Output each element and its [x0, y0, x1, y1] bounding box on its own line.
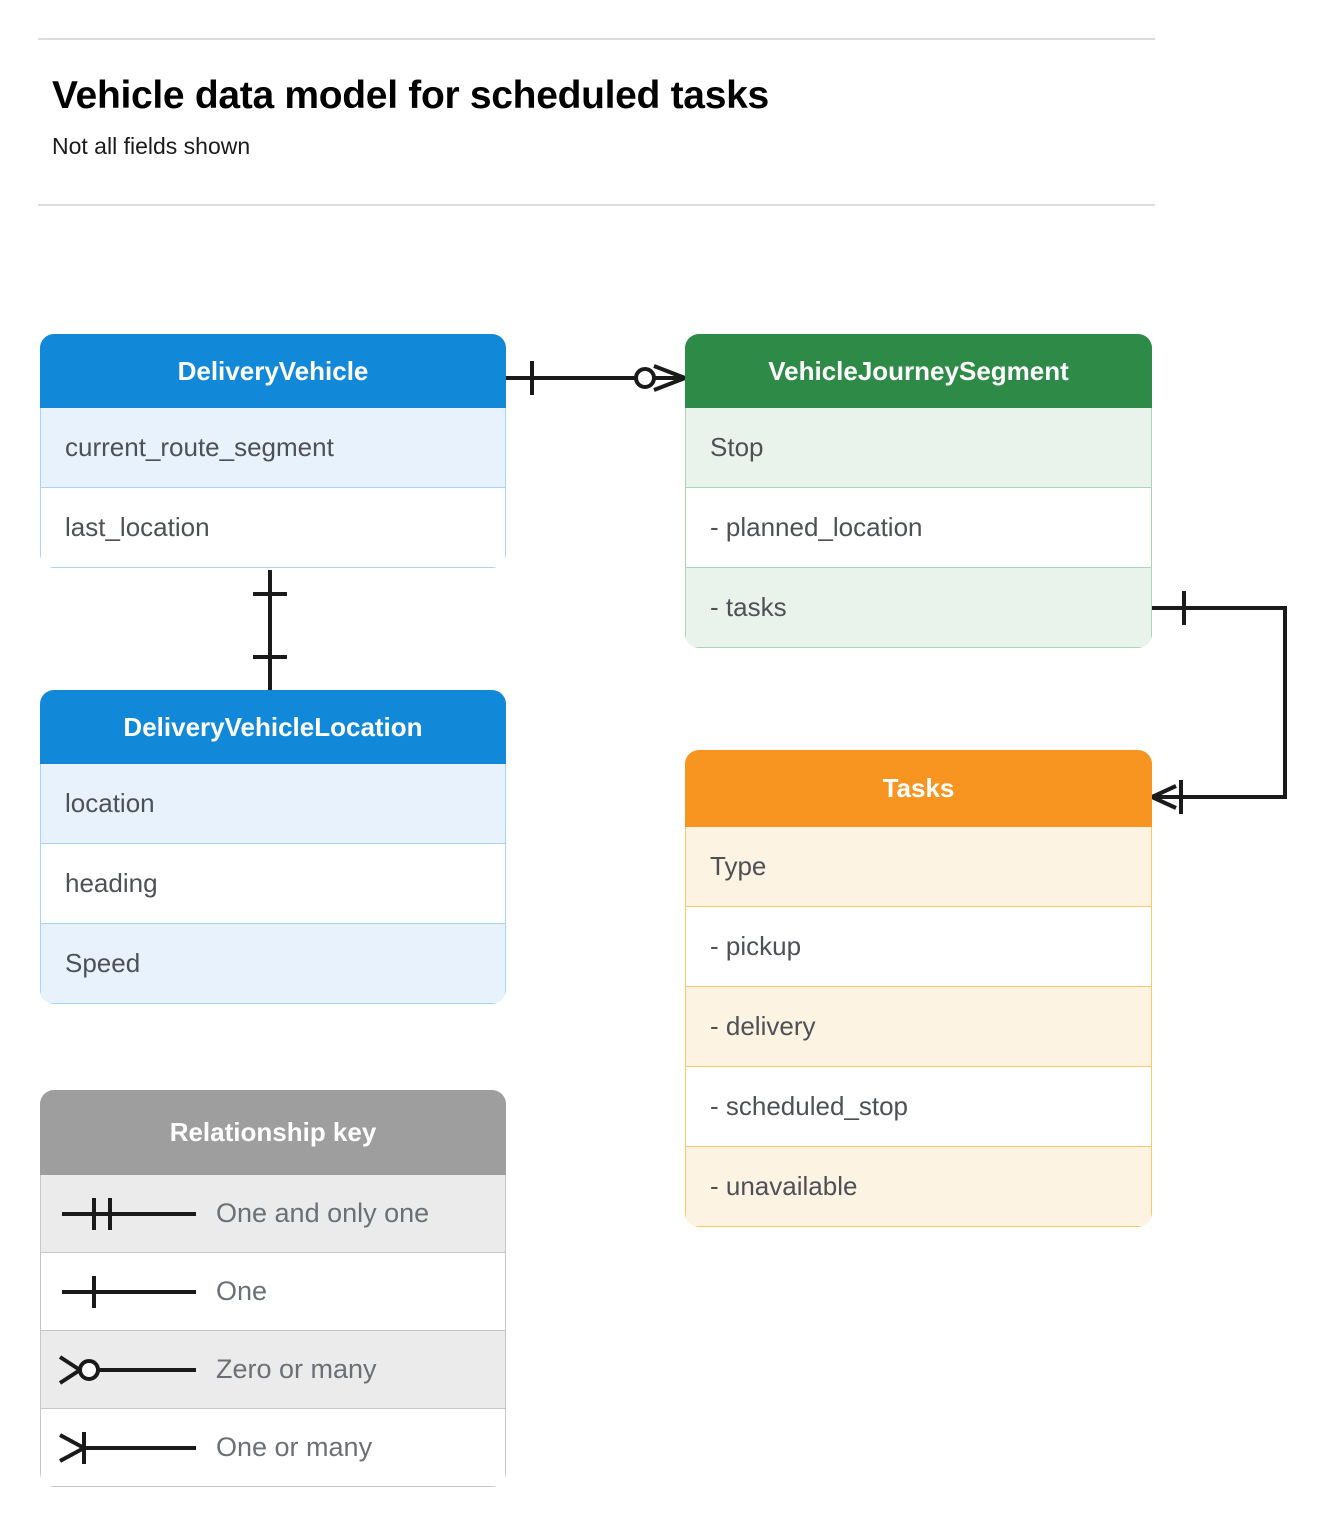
entity-delivery-vehicle-location-fields: location heading Speed	[40, 764, 506, 1004]
legend-item-label: One	[216, 1276, 268, 1306]
entity-tasks-title: Tasks	[685, 750, 1152, 827]
connector-vjs-tasks-path	[1152, 606, 1287, 799]
legend-item[interactable]: One	[40, 1253, 506, 1331]
entity-delivery-vehicle-location-title: DeliveryVehicleLocation	[40, 690, 506, 764]
field-row[interactable]: Speed	[40, 924, 506, 1004]
page-title: Vehicle data model for scheduled tasks	[52, 74, 769, 117]
field-row[interactable]: - tasks	[685, 568, 1152, 648]
legend-item-label: One and only one	[216, 1198, 430, 1228]
connector-vjs-crow-upper	[653, 364, 686, 380]
legend-relationship-key[interactable]: Relationship key One and only one	[40, 1090, 506, 1487]
entity-delivery-vehicle[interactable]: DeliveryVehicle current_route_segment la…	[40, 334, 506, 568]
field-row[interactable]: - delivery	[685, 987, 1152, 1067]
one-or-many-icon	[41, 1425, 216, 1471]
legend-item-label: One or many	[216, 1432, 373, 1462]
entity-tasks[interactable]: Tasks Type - pickup - delivery - schedul…	[685, 750, 1152, 1227]
entity-vehicle-journey-segment-title: VehicleJourneySegment	[685, 334, 1152, 408]
field-row[interactable]: current_route_segment	[40, 408, 506, 488]
entity-vehicle-journey-segment[interactable]: VehicleJourneySegment Stop - planned_loc…	[685, 334, 1152, 648]
connector-tasks-crow-upper	[1151, 784, 1177, 799]
zero-or-many-icon	[41, 1347, 216, 1393]
connector-tasks-crow-lower	[1151, 795, 1177, 810]
header-divider-top	[38, 38, 1155, 40]
entity-tasks-fields: Type - pickup - delivery - scheduled_sto…	[685, 827, 1152, 1227]
legend-item[interactable]: One or many	[40, 1409, 506, 1487]
legend-rows: One and only one One	[40, 1175, 506, 1487]
one-icon	[41, 1269, 216, 1315]
field-row[interactable]: location	[40, 764, 506, 844]
one-and-only-one-icon	[41, 1191, 216, 1237]
entity-delivery-vehicle-title: DeliveryVehicle	[40, 334, 506, 408]
page-subtitle: Not all fields shown	[52, 133, 251, 159]
legend-item[interactable]: Zero or many	[40, 1331, 506, 1409]
entity-delivery-vehicle-location[interactable]: DeliveryVehicleLocation location heading…	[40, 690, 506, 1004]
field-row[interactable]: last_location	[40, 488, 506, 568]
legend-item-label: Zero or many	[216, 1354, 377, 1384]
legend-title: Relationship key	[40, 1090, 506, 1175]
field-row[interactable]: - pickup	[685, 907, 1152, 987]
field-row[interactable]: - scheduled_stop	[685, 1067, 1152, 1147]
legend-item[interactable]: One and only one	[40, 1175, 506, 1253]
connector-vjs-zero-circle	[634, 367, 656, 389]
header-divider-bottom	[38, 204, 1155, 206]
entity-vehicle-journey-segment-fields: Stop - planned_location - tasks	[685, 408, 1152, 648]
field-row[interactable]: - unavailable	[685, 1147, 1152, 1227]
field-row[interactable]: heading	[40, 844, 506, 924]
connector-vjs-crow-lower	[653, 376, 686, 392]
field-row[interactable]: - planned_location	[685, 488, 1152, 568]
field-row[interactable]: Stop	[685, 408, 1152, 488]
entity-delivery-vehicle-fields: current_route_segment last_location	[40, 408, 506, 568]
field-row[interactable]: Type	[685, 827, 1152, 907]
